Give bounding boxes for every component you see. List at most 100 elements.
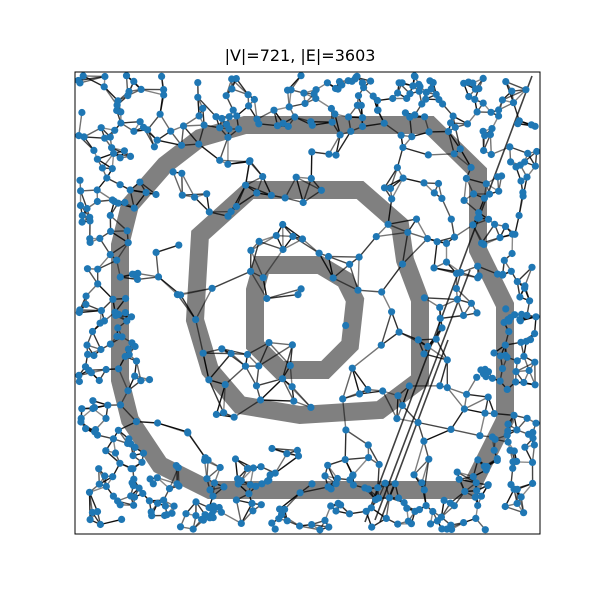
graph-edge — [155, 244, 180, 254]
graph-node — [117, 108, 125, 116]
graph-node — [450, 502, 458, 510]
graph-node — [224, 160, 232, 168]
graph-node — [235, 125, 243, 133]
graph-node — [273, 122, 282, 130]
graph-node — [177, 141, 186, 149]
graph-edge — [351, 367, 369, 390]
graph-node — [485, 190, 494, 198]
graph-node — [342, 426, 350, 434]
graph-node — [438, 324, 446, 332]
graph-edge — [202, 353, 210, 380]
graph-edge — [318, 252, 334, 279]
graph-node — [116, 273, 124, 281]
graph-node — [523, 414, 531, 422]
graph-edge — [479, 413, 486, 436]
graph-node — [297, 285, 305, 293]
graph-node — [374, 106, 382, 114]
graph-node — [513, 278, 521, 286]
graph-node — [76, 176, 84, 184]
graph-node — [355, 390, 364, 398]
graph-node — [512, 368, 520, 376]
graph-node — [430, 189, 438, 197]
graph-node — [154, 419, 162, 427]
graph-node — [288, 383, 296, 391]
graph-node — [93, 508, 102, 516]
graph-edge — [235, 499, 242, 524]
graph-node — [170, 502, 178, 510]
graph-node — [488, 433, 496, 441]
graph-node — [360, 84, 368, 92]
graph-node — [312, 94, 320, 103]
graph-node — [206, 486, 214, 494]
graph-node — [434, 179, 443, 188]
graph-edge — [389, 167, 399, 189]
graph-node — [321, 516, 329, 525]
graph-node — [307, 174, 315, 183]
graph-node — [438, 194, 446, 202]
graph-node — [348, 364, 356, 372]
graph-node — [452, 284, 460, 293]
graph-node — [397, 131, 405, 139]
graph-node — [224, 212, 232, 220]
graph-node — [113, 256, 121, 264]
graph-node — [399, 174, 407, 182]
graph-node — [126, 186, 134, 194]
graph-node — [531, 330, 539, 338]
graph-node — [486, 131, 494, 139]
graph-edge — [119, 404, 137, 423]
graph-node — [256, 396, 265, 404]
graph-node — [520, 378, 528, 387]
graph-node — [212, 410, 220, 418]
graph-edge — [100, 518, 122, 526]
graph-node — [449, 112, 457, 120]
graph-node — [482, 373, 490, 381]
graph-edge — [295, 176, 322, 191]
graph-node — [349, 472, 357, 480]
graph-node — [75, 371, 83, 379]
graph-edge — [240, 503, 253, 524]
graph-node — [294, 452, 303, 460]
graph-node — [469, 79, 477, 87]
graph-node — [503, 353, 511, 361]
graph-edge — [268, 342, 291, 367]
graph-node — [291, 113, 299, 121]
graph-node — [75, 377, 83, 386]
graph-node — [315, 249, 323, 257]
graph-node — [296, 522, 304, 530]
graph-node — [331, 84, 340, 93]
graph-node — [126, 152, 135, 160]
graph-node — [447, 425, 455, 433]
graph-edge — [198, 143, 221, 161]
graph-node — [83, 265, 92, 273]
graph-node — [308, 521, 316, 529]
graph-node — [499, 270, 507, 278]
graph-node — [96, 520, 104, 529]
graph-node — [101, 72, 109, 81]
graph-node — [208, 284, 216, 292]
graph-node — [118, 333, 126, 341]
graph-node — [218, 114, 226, 123]
graph-edge — [208, 353, 232, 381]
graph-node — [89, 397, 97, 405]
graph-edge — [181, 173, 183, 196]
graph-edge — [292, 235, 320, 254]
graph-node — [399, 143, 407, 152]
graph-edge — [168, 467, 179, 489]
graph-node — [243, 350, 252, 359]
graph-edge — [79, 309, 102, 312]
graph-node — [439, 100, 447, 108]
graph-node — [130, 501, 138, 509]
graph-node — [394, 520, 402, 528]
graph-node — [426, 77, 434, 85]
graph-node — [124, 239, 132, 247]
graph-node — [393, 415, 401, 423]
graph-edge — [358, 236, 377, 258]
graph-node — [233, 112, 241, 120]
graph-node — [525, 366, 533, 375]
graph-node — [447, 119, 455, 127]
graph-node — [415, 80, 423, 88]
graph-node — [96, 234, 104, 242]
graph-node — [228, 85, 236, 93]
graph-node — [115, 365, 123, 373]
graph-node — [93, 186, 101, 194]
